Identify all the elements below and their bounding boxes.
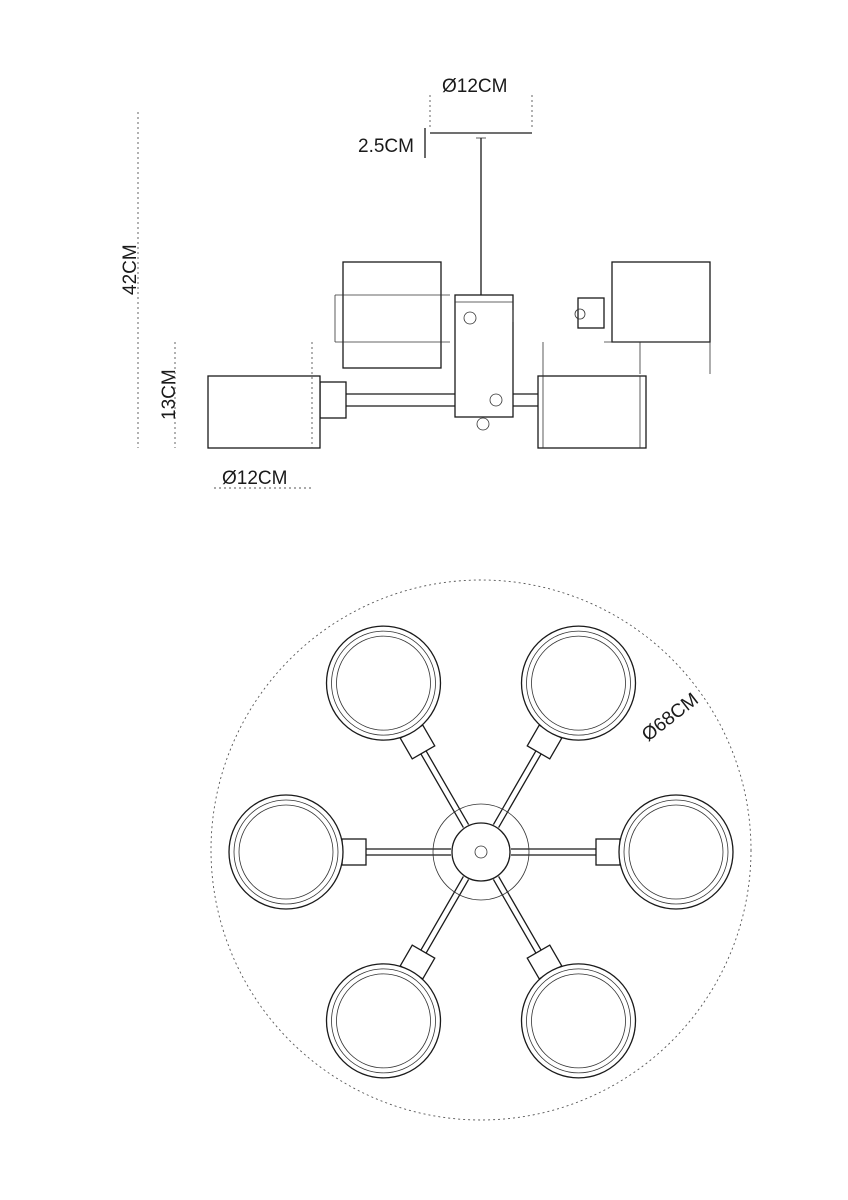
side-view: Ø12CM 2.5CM 42CM 13CM — [120, 76, 711, 489]
arm-right-bolt — [489, 393, 503, 407]
central-body-bottom-knob — [476, 417, 490, 431]
shade-ring-inner-2 — [336, 635, 431, 731]
arm-rod-5 — [492, 879, 538, 956]
socket-back-right-bolt — [574, 308, 586, 320]
shade-ring-inner-0 — [628, 804, 724, 900]
shade-ring-middle-3 — [233, 799, 339, 905]
shade-ring-inner-1 — [531, 635, 626, 731]
arm-rod-edge-5 — [498, 876, 543, 953]
arms-group — [228, 625, 734, 1079]
overall-diameter-label: Ø68CM — [638, 689, 703, 746]
shade-front-left — [207, 375, 321, 449]
canopy-height-label: 2.5CM — [358, 136, 414, 157]
arm-socket-0 — [595, 838, 621, 866]
arm-rod-1 — [498, 751, 543, 828]
shade-ring-middle-1 — [526, 630, 631, 736]
shade-ring-inner-3 — [238, 804, 334, 900]
shade-ring-outer-3 — [228, 794, 344, 910]
shade-back-right — [611, 261, 711, 343]
shade-ring-middle-0 — [623, 799, 729, 905]
socket-back-right — [577, 297, 605, 329]
shade-ring-middle-5 — [526, 968, 631, 1074]
canopy-diameter-label: Ø12CM — [442, 76, 507, 97]
central-body — [454, 294, 514, 418]
shade-height-label: 13CM — [159, 369, 180, 420]
shade-ring-outer-4 — [325, 963, 442, 1079]
socket-left — [319, 381, 347, 419]
shade-ring-middle-2 — [331, 630, 436, 736]
shade-front-right — [537, 375, 647, 449]
hub-outer-ring — [432, 803, 530, 901]
central-body-bolt — [463, 311, 477, 325]
shade-ring-outer-1 — [520, 625, 637, 741]
arm-rod-edge-4 — [424, 879, 470, 956]
shade-back-left — [342, 261, 442, 369]
overall-diameter-circle — [210, 579, 752, 1121]
shade-ring-outer-5 — [520, 963, 637, 1079]
arm-rod-4 — [419, 876, 464, 953]
total-height-label: 42CM — [120, 244, 141, 295]
shade-ring-middle-4 — [331, 968, 436, 1074]
arm-rod-edge-2 — [419, 751, 464, 828]
hub-center-bolt — [474, 845, 488, 859]
arm-socket-3 — [341, 838, 367, 866]
shade-ring-outer-2 — [325, 625, 442, 741]
shade-ring-inner-5 — [531, 973, 626, 1069]
hub — [451, 822, 511, 882]
top-view: Ø68CM — [210, 579, 752, 1121]
arm-rod-edge-1 — [492, 748, 538, 825]
shade-ring-inner-4 — [336, 973, 431, 1069]
arm-rod-2 — [424, 748, 470, 825]
shade-ring-outer-0 — [618, 794, 734, 910]
shade-diameter-label: Ø12CM — [222, 468, 287, 489]
